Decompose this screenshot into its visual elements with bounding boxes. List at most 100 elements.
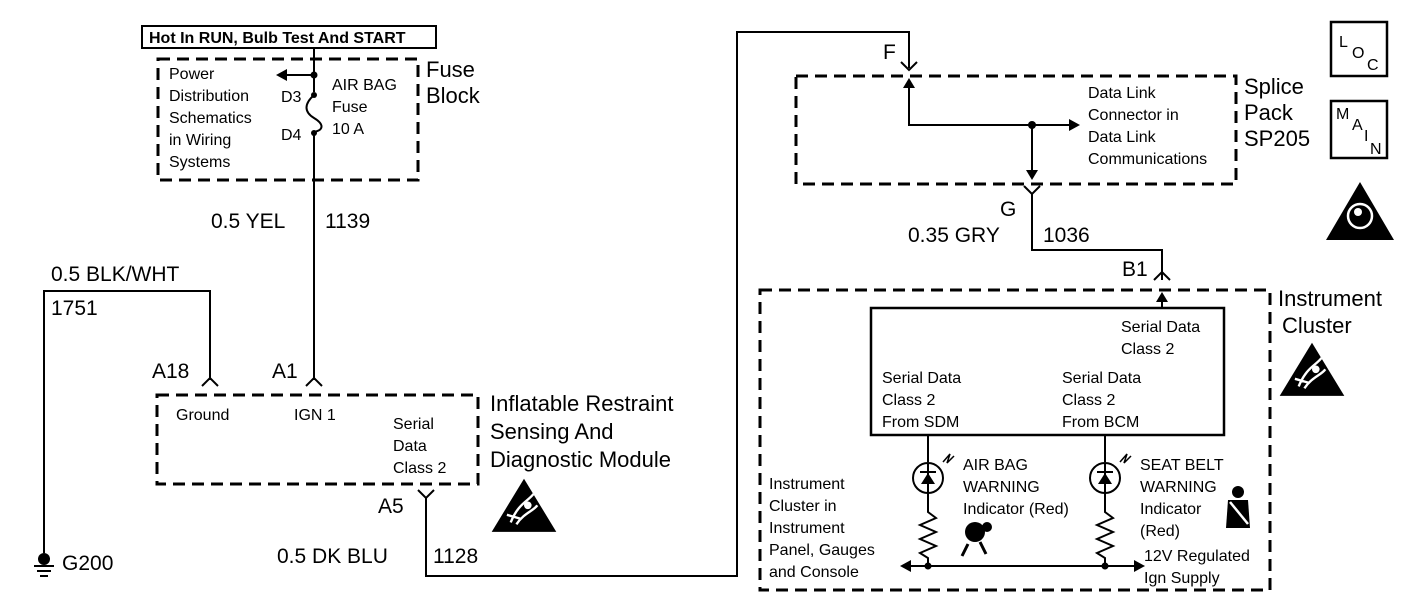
panel-line-4: Panel, Gauges: [769, 542, 875, 559]
loc-letter-o: O: [1352, 45, 1364, 62]
pds-line-4: in Wiring: [169, 132, 231, 149]
seatbelt-line-3: Indicator: [1140, 501, 1202, 518]
panel-line-3: Instrument: [769, 520, 845, 537]
sdm-title-3: Diagnostic Module: [490, 447, 671, 472]
airbag-led-diode: [921, 473, 935, 484]
seatbelt-line-1: SEAT BELT: [1140, 457, 1224, 474]
gry-gauge-label: 0.35 GRY: [908, 224, 1000, 247]
pin-f-label: F: [883, 41, 896, 64]
supply-arrow-left: [900, 560, 911, 572]
dkblu-circuit-label: 1128: [433, 545, 478, 568]
blkwht-gauge-label: 0.5 BLK/WHT: [51, 263, 180, 286]
sdm-serial-line-2: Data: [393, 438, 427, 455]
pin-a18-connector: [201, 376, 219, 387]
serial-sdm-line-2: Class 2: [882, 392, 935, 409]
airbag-warning-icon-ring: [1346, 202, 1374, 230]
pin-g-connector: [1023, 185, 1041, 196]
esd-warning-icon-sdm: [490, 477, 558, 534]
airbag-led-light-icon: [942, 453, 955, 464]
airbag-line-1: AIR BAG: [963, 457, 1028, 474]
fuse-line-3: 10 A: [332, 121, 364, 138]
panel-line-2: Cluster in: [769, 498, 837, 515]
sdm-ground-label: Ground: [176, 407, 229, 424]
pin-d4-label: D4: [281, 127, 302, 144]
esd-warning-icon-cluster: [1278, 341, 1346, 398]
pin-a1-label: A1: [272, 360, 298, 383]
fuse-line-1: AIR BAG: [332, 77, 397, 94]
supply-junction-seatbelt: [1101, 562, 1109, 570]
cluster-title-2: Cluster: [1282, 313, 1352, 338]
pin-a18-label: A18: [152, 360, 189, 383]
airbag-line-2: WARNING: [963, 479, 1040, 496]
cluster-inner-module: [869, 306, 1226, 437]
seatbelt-person-icon-belt: [1229, 501, 1249, 525]
airbag-person-icon-head: [982, 522, 992, 532]
seatbelt-resistor: [1094, 493, 1116, 566]
seatbelt-led-light-icon: [1119, 453, 1132, 464]
splice-bus: [908, 82, 1070, 126]
supply-arrow-right: [1134, 560, 1145, 572]
serial-top-line-1: Serial Data: [1121, 319, 1200, 336]
loc-letter-l: L: [1339, 34, 1348, 51]
sdm-title-1: Inflatable Restraint: [490, 391, 673, 416]
pds-line-1: Power: [169, 66, 215, 83]
airbag-resistor: [917, 493, 939, 566]
dlc-line-4: Communications: [1088, 151, 1207, 168]
pin-a5-connector: [417, 489, 435, 500]
sdm-serial-line-3: Class 2: [393, 460, 446, 477]
gry-circuit-label: 1036: [1043, 224, 1090, 247]
fuse-line-2: Fuse: [332, 99, 368, 116]
pds-arrow-head: [276, 69, 287, 81]
yel-gauge-label: 0.5 YEL: [211, 210, 285, 233]
panel-line-1: Instrument: [769, 476, 845, 493]
main-letter-m: M: [1336, 106, 1349, 123]
pin-a5-label: A5: [378, 495, 404, 518]
main-letter-n: N: [1370, 141, 1382, 158]
gry-wire: [1031, 194, 1163, 280]
dlc-line-3: Data Link: [1088, 129, 1157, 146]
dkblu-wire: [425, 31, 910, 577]
splice-arrow-f: [903, 78, 915, 88]
airbag-line-3: Indicator (Red): [963, 501, 1069, 518]
pin-d3-label: D3: [281, 89, 302, 106]
supply-junction-airbag: [924, 562, 932, 570]
ground-label: G200: [62, 552, 113, 575]
serial-sdm-line-3: From SDM: [882, 414, 959, 431]
sdm-outline: [155, 393, 480, 486]
loc-badge: [1329, 20, 1389, 78]
airbag-warning-icon-head: [1354, 208, 1362, 216]
splice-arrow-dlc: [1069, 119, 1080, 131]
dlc-line-1: Data Link: [1088, 85, 1157, 102]
yel-circuit-label: 1139: [325, 210, 370, 233]
seatbelt-line-4: (Red): [1140, 523, 1180, 540]
loc-letter-c: C: [1367, 57, 1379, 74]
cluster-arrow-b1: [1156, 292, 1168, 302]
pds-junction: [310, 71, 318, 79]
pds-line-2: Distribution: [169, 88, 249, 105]
main-badge: [1329, 99, 1389, 160]
power-label: Hot In RUN, Bulb Test And START: [149, 30, 406, 47]
fuse-block-title-2: Block: [426, 83, 481, 108]
pin-f-connector: [900, 61, 918, 72]
serial-bcm-line-3: From BCM: [1062, 414, 1139, 431]
cluster-title-1: Instrument: [1278, 286, 1382, 311]
pin-b1-connector: [1153, 270, 1171, 281]
pin-a1-connector: [305, 376, 323, 387]
main-letter-a: A: [1352, 117, 1363, 134]
pds-line-5: Systems: [169, 154, 230, 171]
fuse-symbol: [305, 94, 323, 133]
splice-pack-outline: [794, 74, 1238, 186]
splice-arrow-g: [1026, 170, 1038, 180]
sdm-title-2: Sensing And: [490, 419, 614, 444]
pin-b1-label: B1: [1122, 258, 1148, 281]
blkwht-wire: [43, 290, 211, 553]
airbag-person-icon-body: [960, 541, 988, 557]
supply-line-1: 12V Regulated: [1144, 548, 1250, 565]
splice-title-1: Splice: [1244, 74, 1304, 99]
serial-sdm-line-1: Serial Data: [882, 370, 961, 387]
splice-title-2: Pack: [1244, 100, 1294, 125]
dlc-line-2: Connector in: [1088, 107, 1179, 124]
ground-dot: [38, 553, 50, 565]
sdm-serial-line-1: Serial: [393, 416, 434, 433]
